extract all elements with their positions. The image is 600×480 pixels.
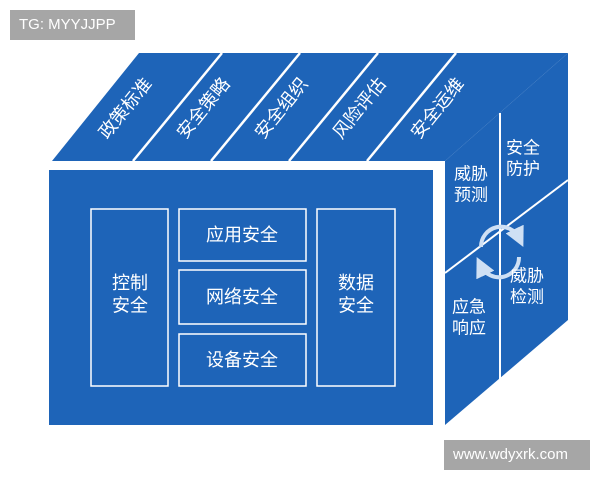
top-face: 政策标准 安全策略 安全组织 风险评估 安全运维	[52, 52, 568, 162]
device-security-box	[178, 333, 307, 387]
application-security-box	[178, 208, 307, 262]
cycle-arrows-icon	[476, 224, 524, 280]
emergency-response-label: 应急响应	[452, 297, 486, 338]
control-security-box	[90, 208, 169, 387]
front-face: 控制安全 应用安全 网络安全 设备安全 数据安全	[49, 170, 433, 425]
network-security-label: 网络安全	[206, 287, 278, 308]
security-protection-label: 安全防护	[506, 138, 540, 179]
threat-detection-label: 威胁检测	[510, 266, 544, 307]
network-security-box	[178, 269, 307, 325]
application-security-label: 应用安全	[206, 225, 278, 246]
data-security-label: 数据安全	[338, 273, 374, 317]
data-security-box	[316, 208, 396, 387]
device-security-label: 设备安全	[206, 350, 278, 371]
watermark-top-left: TG: MYYJJPP	[10, 10, 135, 40]
threat-prediction-label: 威胁预测	[454, 164, 488, 205]
watermark-bottom-right: www.wdyxrk.com	[444, 440, 590, 470]
control-security-label: 控制安全	[112, 273, 148, 317]
side-face: 威胁预测 安全防护 威胁检测 应急响应	[444, 53, 569, 425]
